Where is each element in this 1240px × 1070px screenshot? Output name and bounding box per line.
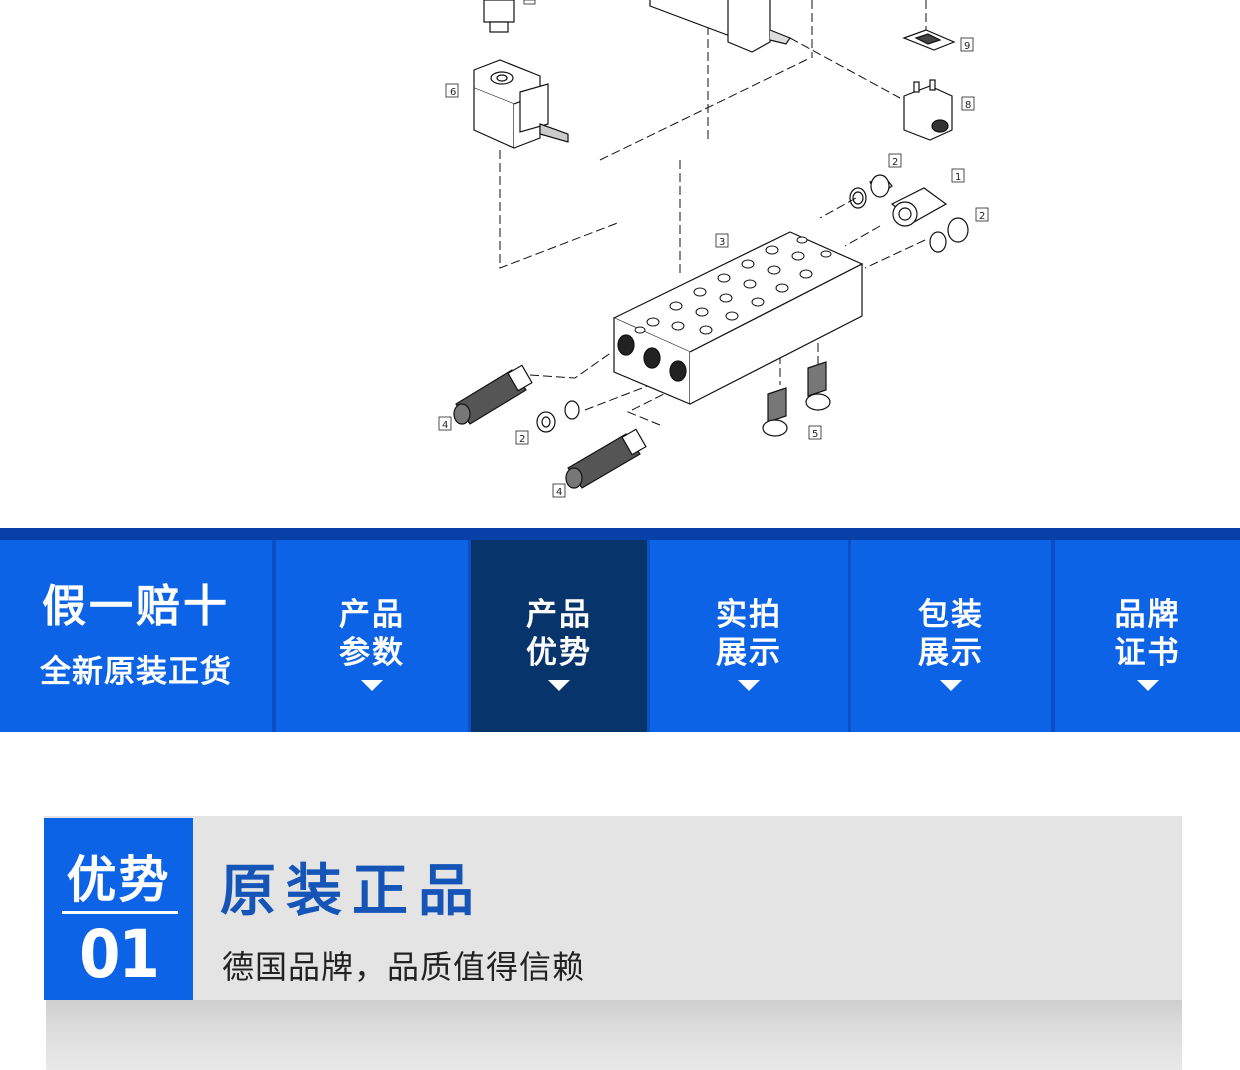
tab-packaging[interactable]: 包装 展示 xyxy=(851,540,1051,732)
part-label-9: 9 xyxy=(964,41,970,52)
tab-label: 产品 参数 xyxy=(339,597,405,671)
promo-block: 假一赔十 全新原装正货 xyxy=(0,540,272,732)
advantage-section: 优势 01 原装正品 德国品牌，品质值得信赖 xyxy=(44,816,1182,1070)
part-label-3: 3 xyxy=(719,237,725,248)
tab-label: 包装 展示 xyxy=(918,597,984,671)
caret-down-icon xyxy=(940,680,962,691)
exploded-parts-diagram: 6 9 8 2 1 2 3 4 2 4 5 xyxy=(0,0,1240,528)
promo-subtitle: 全新原装正货 xyxy=(40,654,232,690)
caret-down-icon xyxy=(361,680,383,691)
badge-divider xyxy=(62,911,178,914)
advantage-badge: 优势 01 xyxy=(44,818,193,1000)
part-label-4b: 4 xyxy=(556,487,562,498)
tab-product-advantages[interactable]: 产品 优势 xyxy=(471,540,647,732)
diagram-svg: 6 9 8 2 1 2 3 4 2 4 5 xyxy=(438,0,989,498)
section-navbar: 假一赔十 全新原装正货 产品 参数 产品 优势 实拍 展示 包装 展示 品牌 证… xyxy=(0,528,1240,732)
part-label-2c: 2 xyxy=(519,434,525,445)
promo-title: 假一赔十 xyxy=(42,581,230,632)
tab-label: 产品 优势 xyxy=(526,597,592,671)
caret-down-icon xyxy=(738,680,760,691)
tab-label: 实拍 展示 xyxy=(716,597,782,671)
tab-label: 品牌 证书 xyxy=(1114,597,1181,671)
advantage-header-bg xyxy=(44,816,1182,1000)
product-photo-area xyxy=(46,1000,1182,1070)
part-label-2b: 2 xyxy=(979,211,985,222)
part-label-4a: 4 xyxy=(442,420,448,431)
caret-down-icon xyxy=(1136,680,1159,691)
caret-down-icon xyxy=(548,680,570,691)
tab-product-params[interactable]: 产品 参数 xyxy=(276,540,468,732)
part-label-2a: 2 xyxy=(892,157,898,168)
advantage-title: 原装正品 xyxy=(220,859,484,924)
part-label-1: 1 xyxy=(955,172,961,183)
advantage-subtitle: 德国品牌，品质值得信赖 xyxy=(222,948,586,986)
badge-word: 优势 xyxy=(66,851,171,909)
part-label-5: 5 xyxy=(812,429,818,440)
tab-real-photos[interactable]: 实拍 展示 xyxy=(650,540,848,732)
tab-brand-certificate[interactable]: 品牌 证书 xyxy=(1055,540,1240,732)
part-label-8: 8 xyxy=(965,100,971,111)
badge-number: 01 xyxy=(79,916,160,993)
part-label-6: 6 xyxy=(450,87,456,98)
